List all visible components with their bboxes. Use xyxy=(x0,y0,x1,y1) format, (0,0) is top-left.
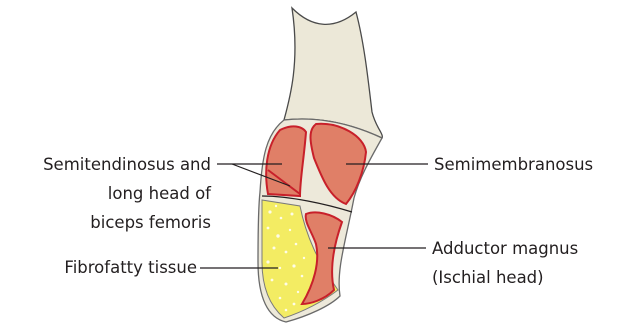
label-semimembranosus: Semimembranosus xyxy=(434,155,593,174)
label-semitendinosus-line1: Semitendinosus and xyxy=(43,155,211,174)
label-fibrofatty: Fibrofatty tissue xyxy=(64,258,197,277)
label-adductor-line2: (Ischial head) xyxy=(432,268,544,287)
label-semitendinosus-line2: long head of xyxy=(108,184,212,203)
label-semitendinosus-line3: biceps femoris xyxy=(90,213,211,232)
label-adductor-line1: Adductor magnus xyxy=(432,239,578,258)
